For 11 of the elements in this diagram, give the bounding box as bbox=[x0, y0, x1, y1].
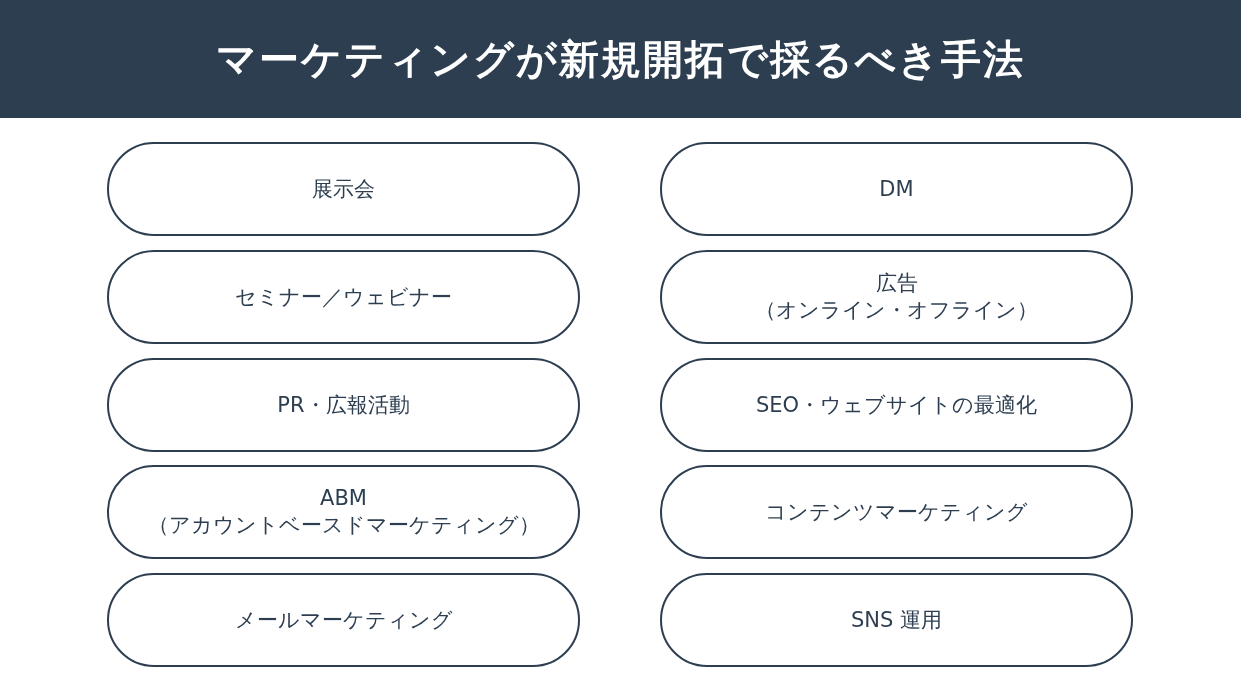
method-label: メールマーケティング bbox=[234, 606, 453, 634]
method-label: 広告（オンライン・オフライン） bbox=[755, 270, 1038, 324]
method-label: PR・広報活動 bbox=[277, 391, 410, 419]
method-label: ABM（アカウントベースドマーケティング） bbox=[147, 485, 540, 539]
method-label: 展示会 bbox=[312, 175, 375, 203]
title-text: マーケティングが新規開拓で採るべき手法 bbox=[216, 34, 1025, 84]
method-label: コンテンツマーケティング bbox=[765, 498, 1028, 526]
method-label: SNS 運用 bbox=[850, 606, 942, 634]
method-label: DM bbox=[879, 175, 914, 203]
method-label: SEO・ウェブサイトの最適化 bbox=[755, 391, 1038, 419]
method-label: セミナー／ウェビナー bbox=[235, 283, 452, 311]
